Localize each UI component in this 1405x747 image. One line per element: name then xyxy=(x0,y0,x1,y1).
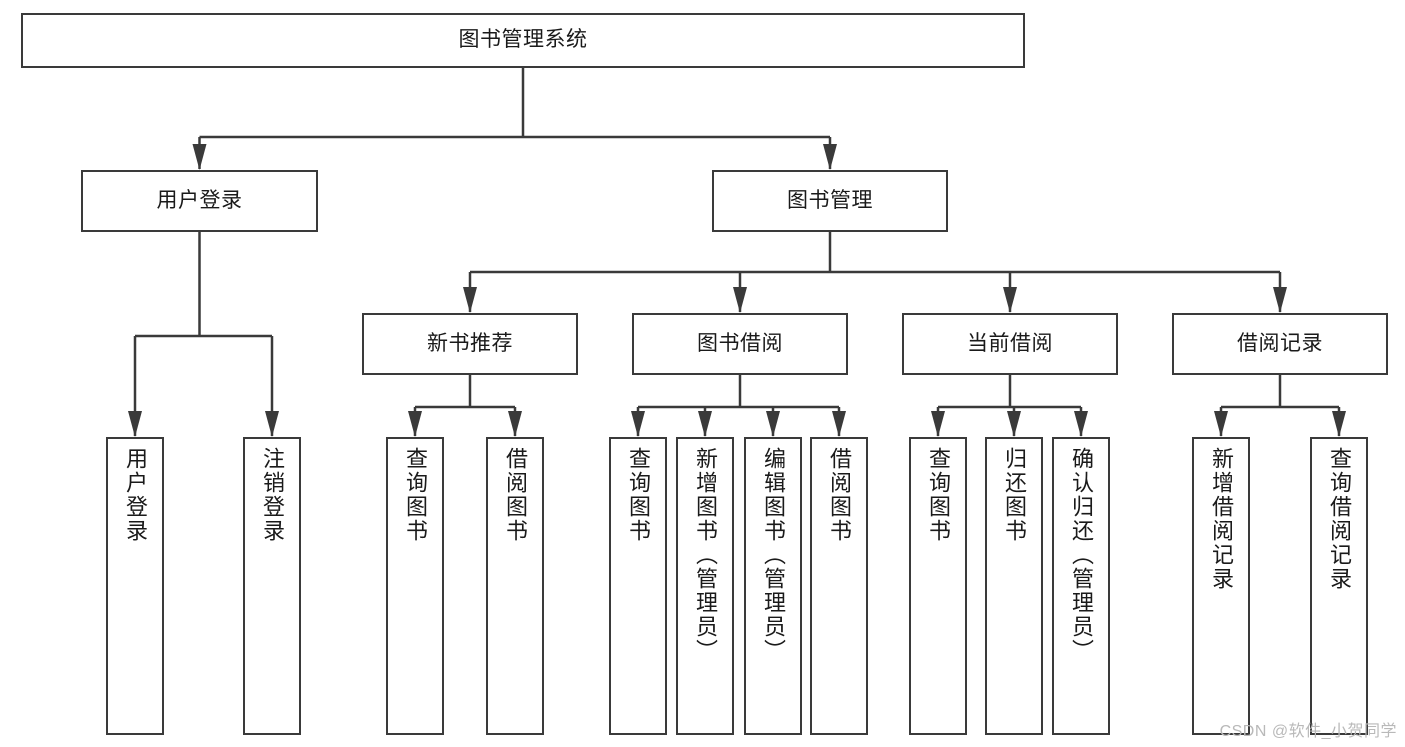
connector-arrowhead xyxy=(128,411,142,437)
connector-arrowhead xyxy=(192,144,207,170)
node-label: 借阅图书 xyxy=(827,447,852,543)
node-label: 新增图书（管理员） xyxy=(693,447,718,663)
node-label: 编辑图书（管理员） xyxy=(761,447,786,663)
node-label: 归还图书 xyxy=(1002,447,1027,543)
node-leaf-current-query[interactable]: 查询图书 xyxy=(909,437,967,735)
node-label: 新增借阅记录 xyxy=(1209,447,1234,591)
node-label: 借阅图书 xyxy=(503,447,528,543)
node-leaf-record-query[interactable]: 查询借阅记录 xyxy=(1310,437,1368,735)
connector-arrowhead xyxy=(1003,287,1017,313)
node-leaf-current-return[interactable]: 归还图书 xyxy=(985,437,1043,735)
node-label: 图书管理系统 xyxy=(458,28,588,52)
node-records[interactable]: 借阅记录 xyxy=(1172,313,1388,375)
connector-arrowhead xyxy=(1273,287,1287,313)
node-label: 图书借阅 xyxy=(697,331,783,355)
connector-arrowhead xyxy=(733,287,747,313)
connector-arrowhead xyxy=(931,411,945,437)
node-label: 查询图书 xyxy=(926,447,951,543)
node-label: 借阅记录 xyxy=(1237,331,1323,355)
connector-arrowhead xyxy=(1332,411,1346,437)
node-label: 新书推荐 xyxy=(427,331,513,355)
connector-arrowhead xyxy=(1214,411,1228,437)
node-bookmgmt[interactable]: 图书管理 xyxy=(712,170,948,232)
node-label: 查询借阅记录 xyxy=(1327,447,1352,591)
node-leaf-borrow-query[interactable]: 查询图书 xyxy=(609,437,667,735)
connector-arrowhead xyxy=(408,411,422,437)
node-leaf-record-add[interactable]: 新增借阅记录 xyxy=(1192,437,1250,735)
node-leaf-new-borrow[interactable]: 借阅图书 xyxy=(486,437,544,735)
node-leaf-borrow-edit[interactable]: 编辑图书（管理员） xyxy=(744,437,802,735)
watermark: CSDN @软件_小贺同学 xyxy=(1219,723,1397,740)
node-label: 查询图书 xyxy=(403,447,428,543)
node-label: 用户登录 xyxy=(156,188,243,212)
node-label: 图书管理 xyxy=(787,188,873,212)
connector-arrowhead xyxy=(463,287,477,313)
connector-arrowhead xyxy=(832,411,846,437)
node-login[interactable]: 用户登录 xyxy=(81,170,318,232)
connector-arrowhead xyxy=(265,411,279,437)
node-leaf-borrow-lend[interactable]: 借阅图书 xyxy=(810,437,868,735)
connector-arrowhead xyxy=(698,411,712,437)
node-label: 查询图书 xyxy=(626,447,651,543)
node-leaf-new-query[interactable]: 查询图书 xyxy=(386,437,444,735)
node-label: 用户登录 xyxy=(123,447,148,543)
connector-arrowhead xyxy=(1074,411,1088,437)
connector-arrowhead xyxy=(1007,411,1021,437)
node-label: 确认归还（管理员） xyxy=(1069,447,1094,663)
connector-arrowhead xyxy=(508,411,522,437)
node-leaf-user-login[interactable]: 用户登录 xyxy=(106,437,164,735)
connector-arrowhead xyxy=(823,144,837,170)
node-leaf-borrow-add[interactable]: 新增图书（管理员） xyxy=(676,437,734,735)
node-root[interactable]: 图书管理系统 xyxy=(21,13,1025,68)
node-label: 当前借阅 xyxy=(967,331,1053,355)
connector-arrowhead xyxy=(766,411,780,437)
connector-arrowhead xyxy=(631,411,645,437)
node-borrow[interactable]: 图书借阅 xyxy=(632,313,848,375)
node-label: 注销登录 xyxy=(260,447,285,543)
node-leaf-current-confirm[interactable]: 确认归还（管理员） xyxy=(1052,437,1110,735)
node-leaf-user-logout[interactable]: 注销登录 xyxy=(243,437,301,735)
node-current[interactable]: 当前借阅 xyxy=(902,313,1118,375)
node-newbook[interactable]: 新书推荐 xyxy=(362,313,578,375)
